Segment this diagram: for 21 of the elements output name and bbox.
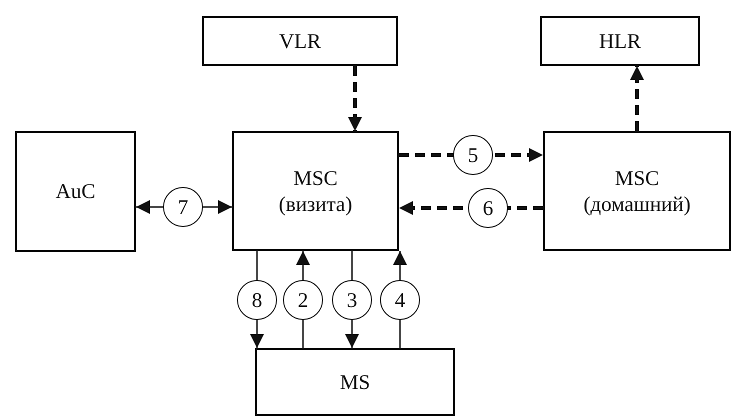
process-box bbox=[202, 16, 398, 66]
edge-label: 2 bbox=[283, 280, 323, 320]
node-label: VLR bbox=[279, 28, 321, 54]
edge-label: 5 bbox=[453, 135, 493, 175]
edge-label: 4 bbox=[380, 280, 420, 320]
arrow bbox=[348, 66, 362, 131]
edge-label: 3 bbox=[332, 280, 372, 320]
node-label: MSC (визита) bbox=[278, 164, 354, 218]
edge-label: 6 bbox=[468, 188, 508, 228]
edge-label: 7 bbox=[163, 187, 203, 227]
process-box bbox=[232, 131, 399, 251]
arrow bbox=[630, 66, 644, 131]
node-label: AuC bbox=[56, 178, 96, 205]
process-box bbox=[543, 131, 731, 251]
node-label: HLR bbox=[599, 28, 641, 54]
process-box bbox=[540, 16, 700, 66]
node-label: MSC (домашний) bbox=[582, 164, 692, 218]
process-box bbox=[15, 131, 136, 252]
edge-label: 8 bbox=[237, 280, 277, 320]
process-box bbox=[255, 348, 455, 416]
node-label: MS bbox=[340, 368, 370, 396]
